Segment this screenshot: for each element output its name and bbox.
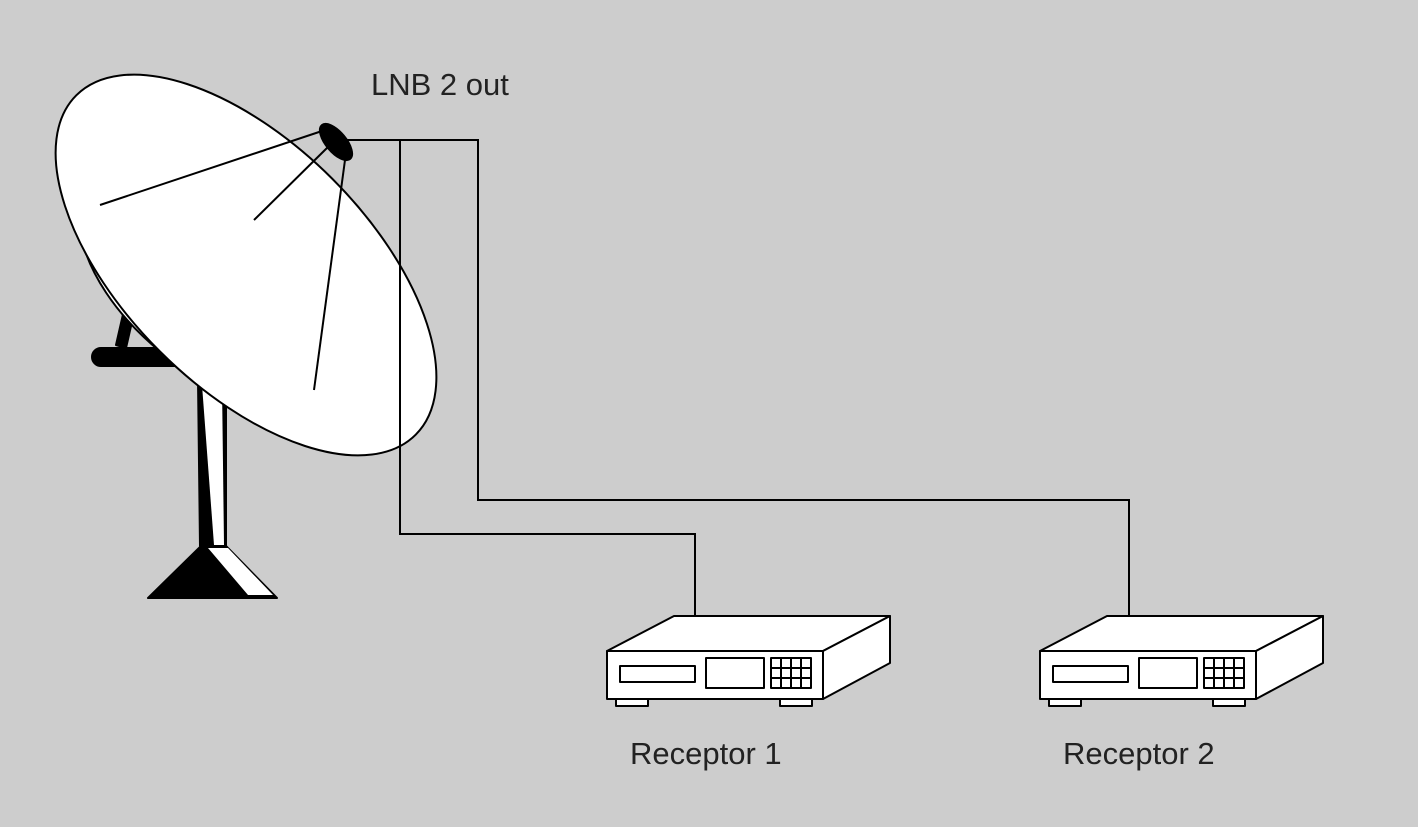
receiver-1-label: Receptor 1	[630, 736, 782, 771]
receiver-foot-right	[779, 698, 813, 707]
dish-feed-arm-3	[313, 159, 346, 391]
receiver-foot-right	[1212, 698, 1246, 707]
receiver-panel	[705, 657, 765, 689]
lnb-icon	[318, 122, 354, 162]
receiver-display	[1052, 665, 1129, 683]
receiver-2-label: Receptor 2	[1063, 736, 1215, 771]
cables	[345, 139, 1130, 615]
dish-feed-arm-1	[99, 129, 326, 206]
receiver-panel	[1138, 657, 1198, 689]
lnb-label: LNB 2 out	[371, 67, 509, 102]
receiver-foot-left	[615, 698, 649, 707]
cable-to-receiver-1	[345, 139, 696, 615]
receiver-display	[619, 665, 696, 683]
dish-base-highlight	[208, 548, 273, 595]
receiver-1-icon	[606, 615, 891, 707]
receiver-2-icon	[1039, 615, 1324, 707]
cable-to-receiver-2	[400, 139, 1130, 615]
satellite-dish-icon	[54, 73, 438, 599]
dish-feed-arm-2	[253, 144, 331, 221]
dish-pole-highlight	[202, 385, 224, 545]
dish-reflector	[54, 73, 438, 457]
receiver-foot-left	[1048, 698, 1082, 707]
